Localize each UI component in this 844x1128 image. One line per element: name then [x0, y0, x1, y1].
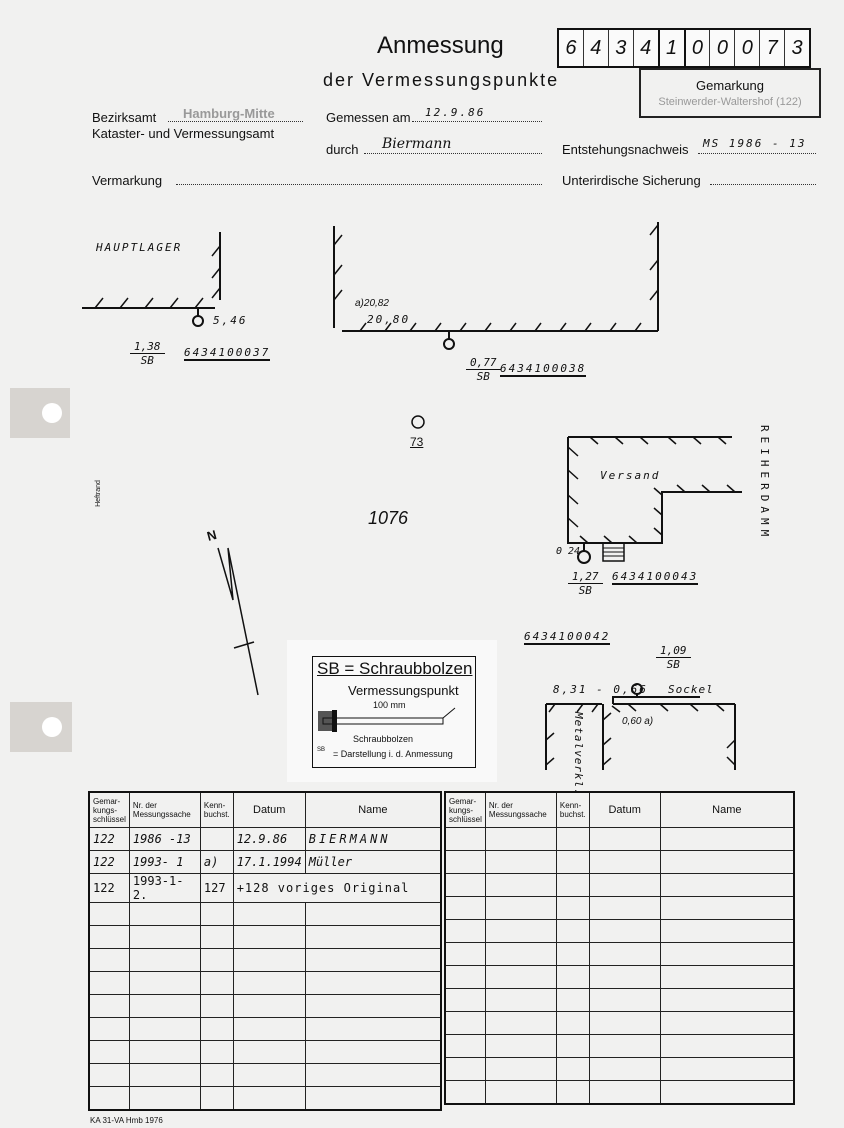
point-number-43: 6434100043 — [612, 570, 699, 585]
fraction-den: SB — [578, 584, 592, 597]
legend-vermessungspunkt: Vermessungspunkt — [348, 683, 459, 698]
measure-2080: 20,80 — [367, 313, 411, 326]
fraction-num: 1,27 — [568, 570, 603, 584]
fraction-num: 1,09 — [656, 644, 691, 658]
point-number-42: 6434100042 — [524, 630, 611, 645]
form-code: KA 31-VA Hmb 1976 — [90, 1116, 163, 1125]
legend-sticker: SB = Schraubbolzen Vermessungspunkt 100 … — [287, 640, 497, 782]
point-73: 73 — [410, 435, 424, 449]
binding-margin-label: Heftrand — [94, 480, 102, 507]
parcel-number: 1076 — [368, 508, 409, 528]
measure-024: 0 24 — [556, 546, 581, 557]
legend-title: SB = Schraubbolzen — [317, 659, 473, 678]
point-number-37: 6434100037 — [184, 346, 271, 361]
fraction-den: SB — [666, 658, 680, 671]
fraction-num: 1,38 — [130, 340, 165, 354]
building-label-hauptlager: HAUPTLAGER — [96, 241, 183, 254]
bezirksamt-value: Hamburg-Mitte — [183, 106, 275, 121]
legend-description: = Darstellung i. d. Anmessung — [333, 749, 453, 759]
measure-831: 8,31 - 0,66 — [553, 683, 648, 696]
durch-signature: Biermann — [382, 136, 452, 152]
fraction-den: SB — [140, 354, 154, 367]
bezirksamt-label: Bezirksamt — [92, 110, 157, 125]
legend-symbol: SB — [317, 747, 326, 753]
entstehung-value: MS 1986 - 13 — [703, 137, 807, 150]
binding-tab — [10, 388, 70, 438]
label-metalverkl: Metalverkl. — [572, 712, 585, 796]
gemarkung-label: Gemarkung — [696, 78, 764, 93]
vermarkung-label: Vermarkung — [92, 173, 163, 188]
measure-2082: a)20,82 — [355, 298, 389, 309]
point-number-38: 6434100038 — [500, 362, 587, 377]
building-label-versand: Versand — [600, 469, 661, 482]
street-name: REIHERDAMM — [758, 425, 771, 542]
form-subtitle: der Vermessungspunkte — [323, 70, 560, 90]
legend-bolt: Schraubbolzen — [353, 734, 414, 744]
form-title: Anmessung — [377, 32, 504, 59]
binding-tab — [10, 702, 72, 752]
durch-label: durch — [326, 142, 359, 157]
fraction-den: SB — [476, 370, 490, 383]
gemarkung-box: Gemarkung Steinwerder-Waltershof (122) — [639, 68, 821, 118]
measure-546: 5,46 — [213, 314, 248, 327]
gemarkung-value: Steinwerder-Waltershof (122) — [658, 96, 802, 108]
measure-060: 0,60 a) — [622, 716, 654, 727]
amt-label: Kataster- und Vermessungsamt — [92, 126, 275, 141]
legend-length: 100 mm — [373, 700, 406, 710]
gemessen-label: Gemessen am — [326, 110, 411, 125]
bolt-diagram-icon — [318, 707, 456, 732]
gemessen-value: 12.9.86 — [425, 106, 486, 119]
entstehung-label: Entstehungsnachweis — [562, 142, 689, 157]
label-sockel: Sockel — [668, 683, 714, 696]
fraction-num: 0,77 — [466, 356, 501, 370]
sicherung-label: Unterirdische Sicherung — [562, 173, 701, 188]
